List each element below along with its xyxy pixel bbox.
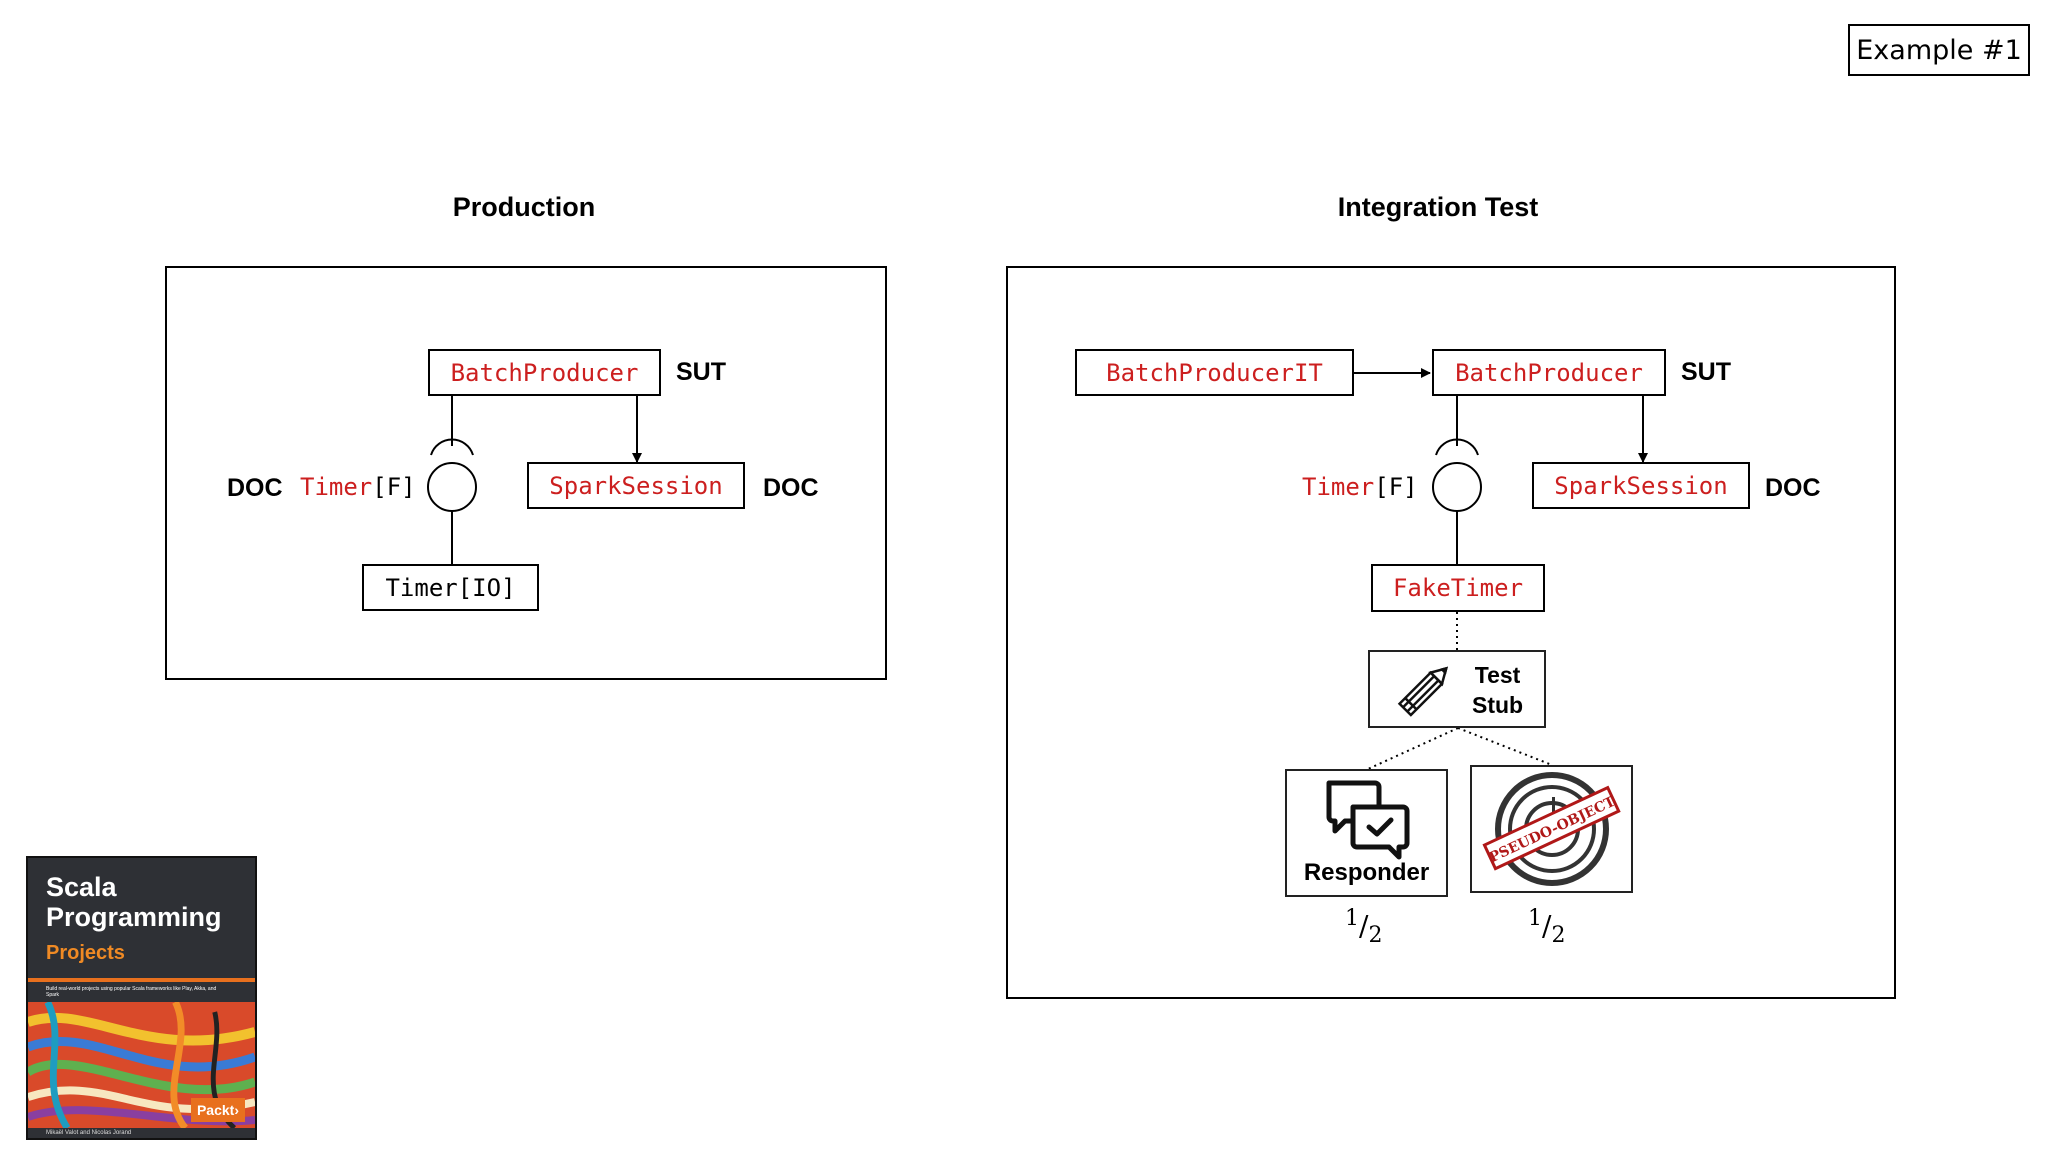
responder-label: Responder [1303,859,1430,886]
book-blurb: Build real-world projects using popular … [46,986,217,998]
production-doc-left-label: DOC [227,474,283,502]
timer-name: Timer [1302,473,1375,501]
integration-panel [1006,266,1896,999]
test-stub-label-line2: Stub [1472,692,1524,718]
integration-faketimer-box: FakeTimer [1371,564,1545,612]
production-timer-io-box: Timer[IO] [362,564,539,611]
production-sut-label: SUT [676,358,726,386]
pseudo-object-box: PSEUDO-OBJECT [1470,765,1633,893]
test-stub-label-line1: Test [1474,662,1521,688]
integration-title: Integration Test [1337,192,1539,222]
integration-batchproducerit-box: BatchProducerIT [1075,349,1354,396]
production-timer-label: Timer[F] [300,473,416,501]
book-title-line1: Scala [46,872,117,902]
fraction-denominator: 2 [1368,922,1383,948]
timer-type-param: [F] [1374,473,1418,501]
production-sparksession-box: SparkSession [527,462,745,509]
integration-sut-label: SUT [1681,358,1731,386]
production-title: Production [452,192,596,222]
production-panel [165,266,887,680]
publisher-logo: Packt› [190,1098,245,1122]
pencil-icon [1397,666,1448,717]
responder-box: Responder [1285,769,1448,897]
book-cover: Scala Programming Projects Build real-wo… [26,856,257,1140]
example-label: Example #1 [1848,24,2030,76]
fraction-numerator: 1 [1528,906,1542,931]
integration-doc-right-label: DOC [1765,474,1821,502]
chat-bubbles-icon [1326,780,1410,860]
book-title: Scala Programming [46,872,222,932]
fraction-responder: 1/2 [1345,906,1383,948]
timer-name: Timer [300,473,373,501]
fraction-numerator: 1 [1345,906,1359,931]
integration-timer-label: Timer[F] [1302,473,1418,501]
production-doc-right-label: DOC [763,474,819,502]
book-title-line2: Programming [46,902,222,932]
pseudo-object-stamp-icon: PSEUDO-OBJECT [1482,772,1621,886]
book-subtitle: Projects [46,942,125,964]
fraction-pseudo-object: 1/2 [1528,906,1566,948]
test-stub-box: Test Stub [1368,650,1546,728]
book-accent-band [28,978,255,982]
integration-batchproducer-box: BatchProducer [1432,349,1666,396]
production-batchproducer-box: BatchProducer [428,349,661,396]
integration-sparksession-box: SparkSession [1532,462,1750,509]
book-authors: Mikaël Valot and Nicolas Jorand [46,1130,132,1136]
fraction-denominator: 2 [1551,922,1566,948]
timer-type-param: [F] [372,473,416,501]
